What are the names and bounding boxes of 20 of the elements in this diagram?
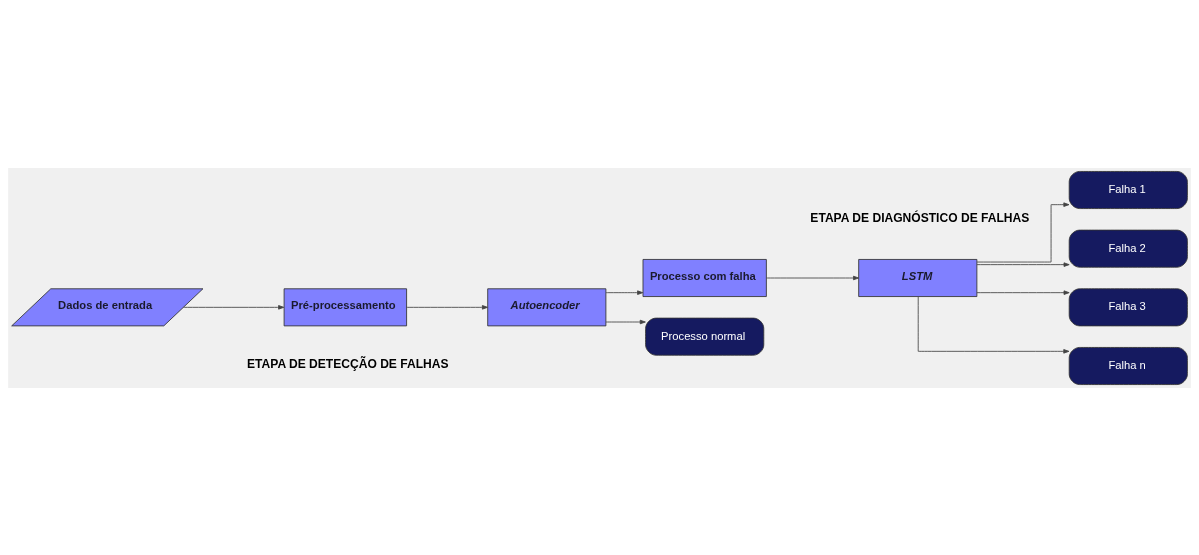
arrow: [976, 261, 1070, 267]
node-box: Falha 3: [1068, 287, 1188, 326]
arrow: [406, 304, 488, 310]
arrow: [183, 304, 285, 310]
arrow: [605, 289, 644, 295]
arrow: [766, 275, 860, 280]
node-box: Processo normal: [645, 317, 765, 356]
arrow: [976, 201, 1070, 262]
node-box: Falha 1: [1068, 170, 1188, 209]
label: ETAPA DE DIAGNÓSTICO DE FALHAS: [810, 210, 1030, 225]
node-box: Falha 2: [1068, 229, 1188, 268]
node-box: LSTM: [858, 258, 978, 297]
node-box: Falha n: [1068, 346, 1188, 385]
arrow: [605, 319, 646, 324]
node-box: Processo com falha: [642, 258, 767, 297]
arrow: [976, 289, 1070, 295]
node-box: Autoencoder: [487, 287, 607, 326]
arrow: [917, 295, 1070, 354]
label: ETAPA DE DETECÇÃO DE FALHAS: [247, 356, 449, 371]
node-box: Pré-processamento: [283, 287, 408, 326]
